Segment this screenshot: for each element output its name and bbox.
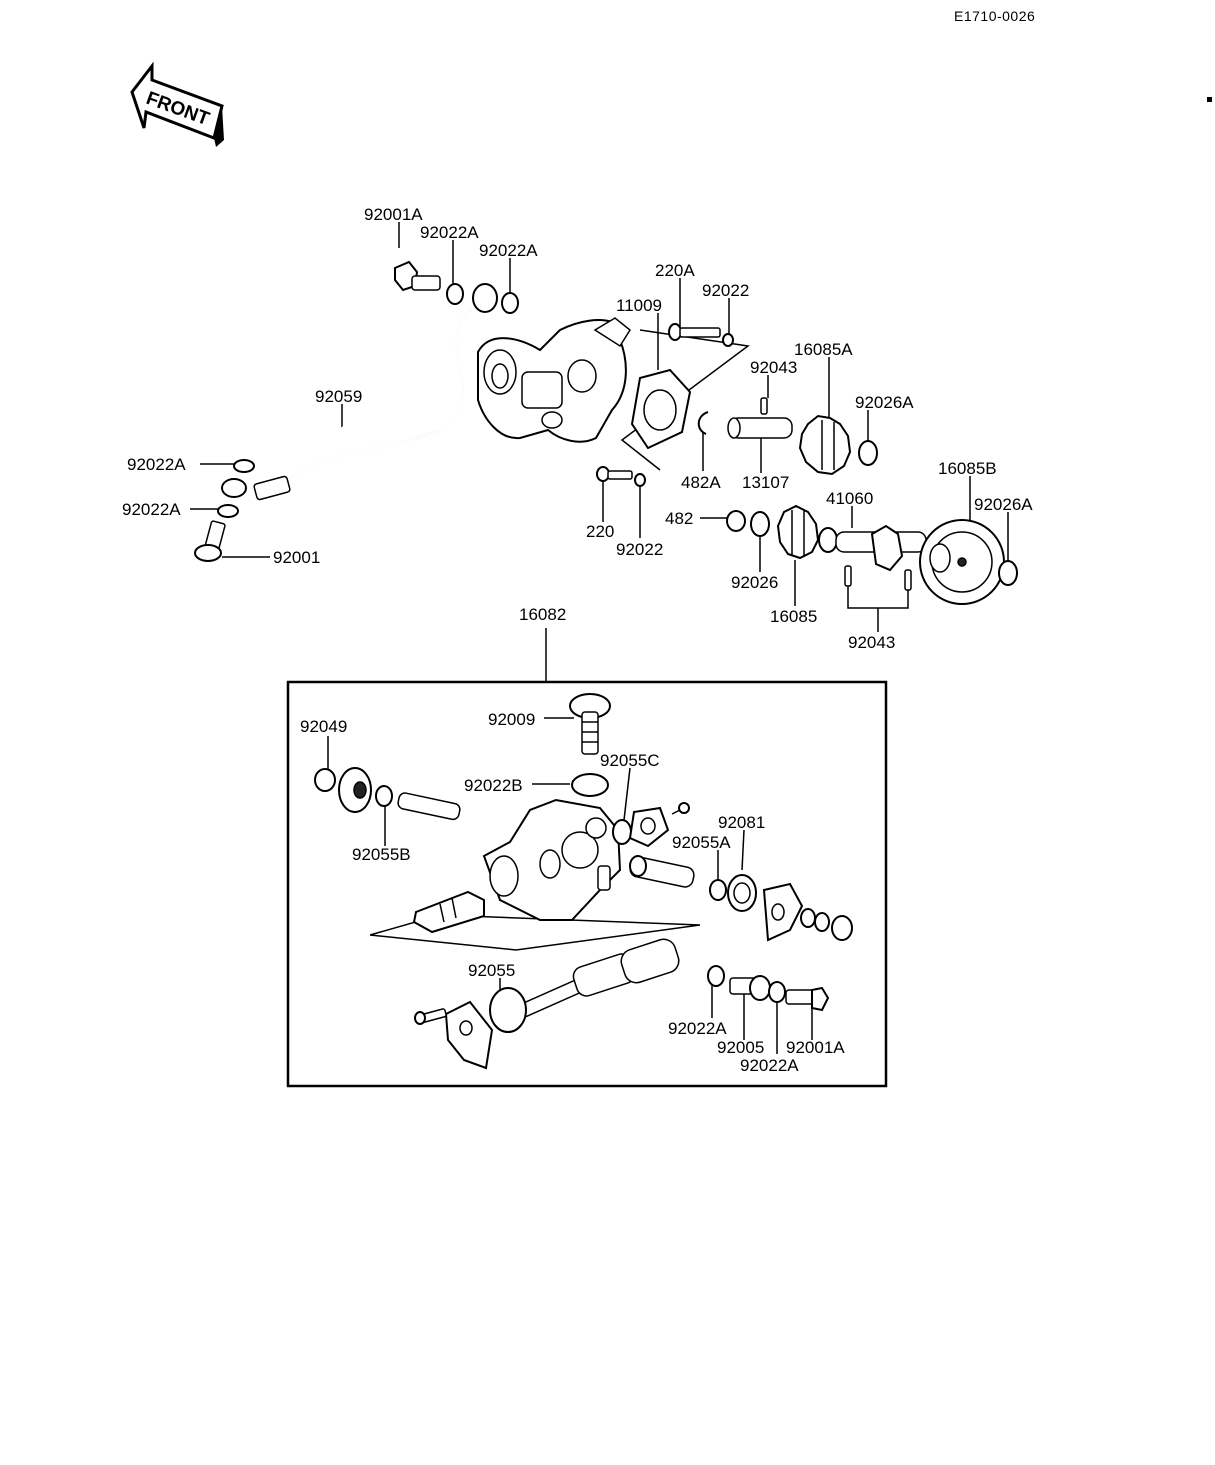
washer-92026A-right	[998, 560, 1018, 586]
callout-92055: 92055	[468, 961, 515, 980]
callout-92026A: 92026A	[855, 393, 914, 412]
callout-92022B: 92022B	[464, 776, 523, 795]
callout-92022A: 92022A	[740, 1056, 799, 1075]
o-ring-92055A	[709, 879, 727, 901]
callout-220: 220	[586, 522, 614, 541]
fitting-92005	[729, 975, 771, 1001]
washer-92022A-b1	[707, 965, 725, 987]
cap-nut-right	[831, 915, 853, 941]
callout-92022: 92022	[702, 281, 749, 300]
pump-shaft-left	[412, 890, 485, 934]
box-callouts: 92049 92009 92022B 92055C 92055B 92081 9…	[300, 710, 845, 1075]
callout-92081: 92081	[718, 813, 765, 832]
callout-13107: 13107	[742, 473, 789, 492]
callout-482A: 482A	[681, 473, 721, 492]
diagram-code: E1710-0026	[954, 8, 1035, 24]
callout-11009: 11009	[616, 296, 662, 315]
o-ring-92055	[489, 987, 527, 1033]
valve-housing	[338, 767, 372, 813]
callout-92022A: 92022A	[127, 455, 186, 474]
callout-92026A: 92026A	[974, 495, 1033, 514]
pump-assembly-box	[286, 680, 888, 1088]
corner-mark	[1207, 97, 1212, 102]
gear-16085B	[919, 519, 1005, 605]
cover-screw-left	[414, 1008, 447, 1025]
screw-220A	[668, 323, 734, 347]
washer-92022A-b2	[768, 981, 786, 1003]
pump-rotor-shaft	[506, 938, 680, 1023]
callout-92055A: 92055A	[672, 833, 731, 852]
o-ring-92055B	[375, 785, 393, 807]
washer-right-2	[814, 912, 830, 932]
pump-body-box	[482, 798, 622, 921]
pin-92043-a	[844, 565, 852, 587]
callout-16085A: 16085A	[794, 340, 853, 359]
valve-plunger	[397, 792, 461, 821]
bolt-92009	[569, 693, 611, 755]
shaft-41060	[835, 524, 927, 572]
callout-220A: 220A	[655, 261, 695, 280]
gear-16085	[776, 504, 820, 560]
circlip-482A	[697, 411, 709, 435]
top-callouts: 92001A 92022A 92022A 220A 11009 92022 92…	[122, 205, 1033, 652]
callout-92001A: 92001A	[786, 1038, 845, 1057]
gear-16085A	[798, 414, 852, 476]
callout-92022A: 92022A	[479, 241, 538, 260]
pin-92043-b	[904, 569, 912, 591]
callout-92043: 92043	[750, 358, 797, 377]
callout-92009: 92009	[488, 710, 535, 729]
washer-92022B	[571, 773, 609, 797]
callout-92055C: 92055C	[600, 751, 660, 770]
washer-92026A-top	[858, 440, 878, 466]
callout-92022: 92022	[616, 540, 663, 559]
banjo-bolt-92001	[194, 520, 226, 562]
callout-92005: 92005	[717, 1038, 764, 1057]
callout-16085B: 16085B	[938, 459, 997, 478]
banjo-bolt-top	[394, 260, 441, 292]
washer-right-1	[800, 908, 816, 928]
washer-92022A-1	[446, 283, 464, 305]
callout-92043: 92043	[848, 633, 895, 652]
callout-92055B: 92055B	[352, 845, 411, 864]
callout-92022A: 92022A	[122, 500, 181, 519]
oil-pipe	[274, 309, 471, 489]
banjo-bolt-92001A-b	[785, 986, 830, 1012]
callout-92022A: 92022A	[420, 223, 479, 242]
callout-41060: 41060	[826, 489, 873, 508]
plunger-right	[629, 855, 695, 888]
washer-92022A-left2	[217, 504, 239, 518]
washer-92026	[750, 511, 770, 537]
front-arrow-icon: FRONT	[130, 61, 224, 147]
shaft-13107	[727, 417, 793, 439]
o-ring-92055C	[612, 819, 632, 845]
end-cover-plate	[444, 1000, 494, 1070]
leader-lines-top	[190, 222, 1009, 632]
washer-92022A-2	[501, 292, 519, 314]
seal-92049	[314, 768, 336, 792]
lever-plate	[762, 882, 804, 942]
small-screw-right	[671, 802, 690, 815]
callout-92001: 92001	[273, 548, 320, 567]
oil-pump-body	[477, 317, 631, 443]
washer-41060	[818, 527, 838, 553]
callout-92022A: 92022A	[668, 1019, 727, 1038]
callout-92001A: 92001A	[364, 205, 423, 224]
cover-plate-right	[628, 806, 670, 848]
circlip-482	[726, 510, 746, 532]
washer-92022A-left1	[233, 459, 255, 473]
callout-482: 482	[665, 509, 693, 528]
callout-92026: 92026	[731, 573, 778, 592]
callout-16082: 16082	[519, 605, 566, 624]
screw-220	[596, 466, 646, 487]
callout-16085: 16085	[770, 607, 817, 626]
callout-92059: 92059	[315, 387, 362, 406]
pipe-end-fitting	[221, 475, 291, 501]
pin-92043-top	[760, 397, 768, 415]
spring-92081	[727, 874, 757, 912]
banjo-fitting	[472, 283, 498, 313]
gasket-11009	[630, 368, 692, 450]
callout-92049: 92049	[300, 717, 347, 736]
